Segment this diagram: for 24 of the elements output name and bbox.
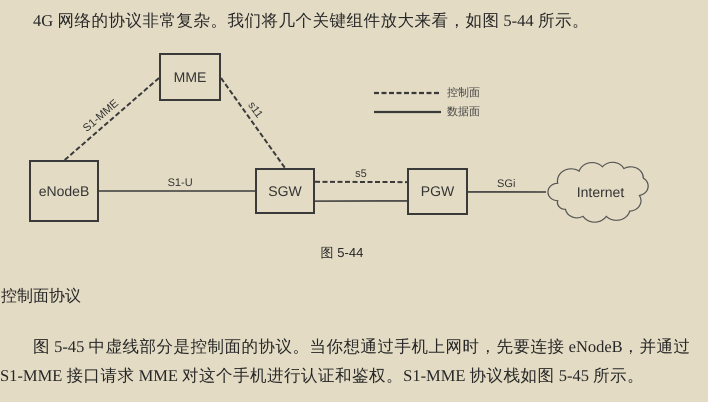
edge-label: S1-U xyxy=(166,176,194,190)
process-box xyxy=(255,168,315,214)
connector-line xyxy=(468,191,546,193)
node-label: eNodeB xyxy=(38,182,90,200)
connector-line xyxy=(315,200,407,202)
paragraph-text: 4G 网络的协议非常复杂。我们将几个关键组件放大来看，如图 5-44 所示。 xyxy=(33,11,589,31)
edge-label: SGi xyxy=(496,178,516,190)
node-label: Internet xyxy=(576,184,624,200)
legend-label: 数据面 xyxy=(447,105,480,118)
connector-line xyxy=(99,190,255,192)
node-label: MME xyxy=(174,68,206,86)
section-heading: 控制面协议 xyxy=(1,287,81,306)
dashed-connector xyxy=(315,180,407,184)
node-label: PGW xyxy=(420,183,454,200)
figure-caption: 图 5-44 xyxy=(320,245,364,261)
node-label: SGW xyxy=(268,182,302,200)
process-box xyxy=(159,53,221,101)
paragraph-text: 图 5-45 中虚线部分是控制面的协议。当你想通过手机上网时，先要连接 eNodeB，并通过 S1-MME 接口请求 MME 对这个手机进行认证和鉴权。S1-MME 协议栈如图 5-45 所示。 xyxy=(0,336,692,387)
legend-label: 控制面 xyxy=(447,86,480,100)
process-box xyxy=(407,168,468,215)
edge-label: s5 xyxy=(354,168,368,180)
dashed-connector xyxy=(220,77,286,169)
dashed-connector xyxy=(64,77,160,161)
process-box xyxy=(29,160,99,222)
